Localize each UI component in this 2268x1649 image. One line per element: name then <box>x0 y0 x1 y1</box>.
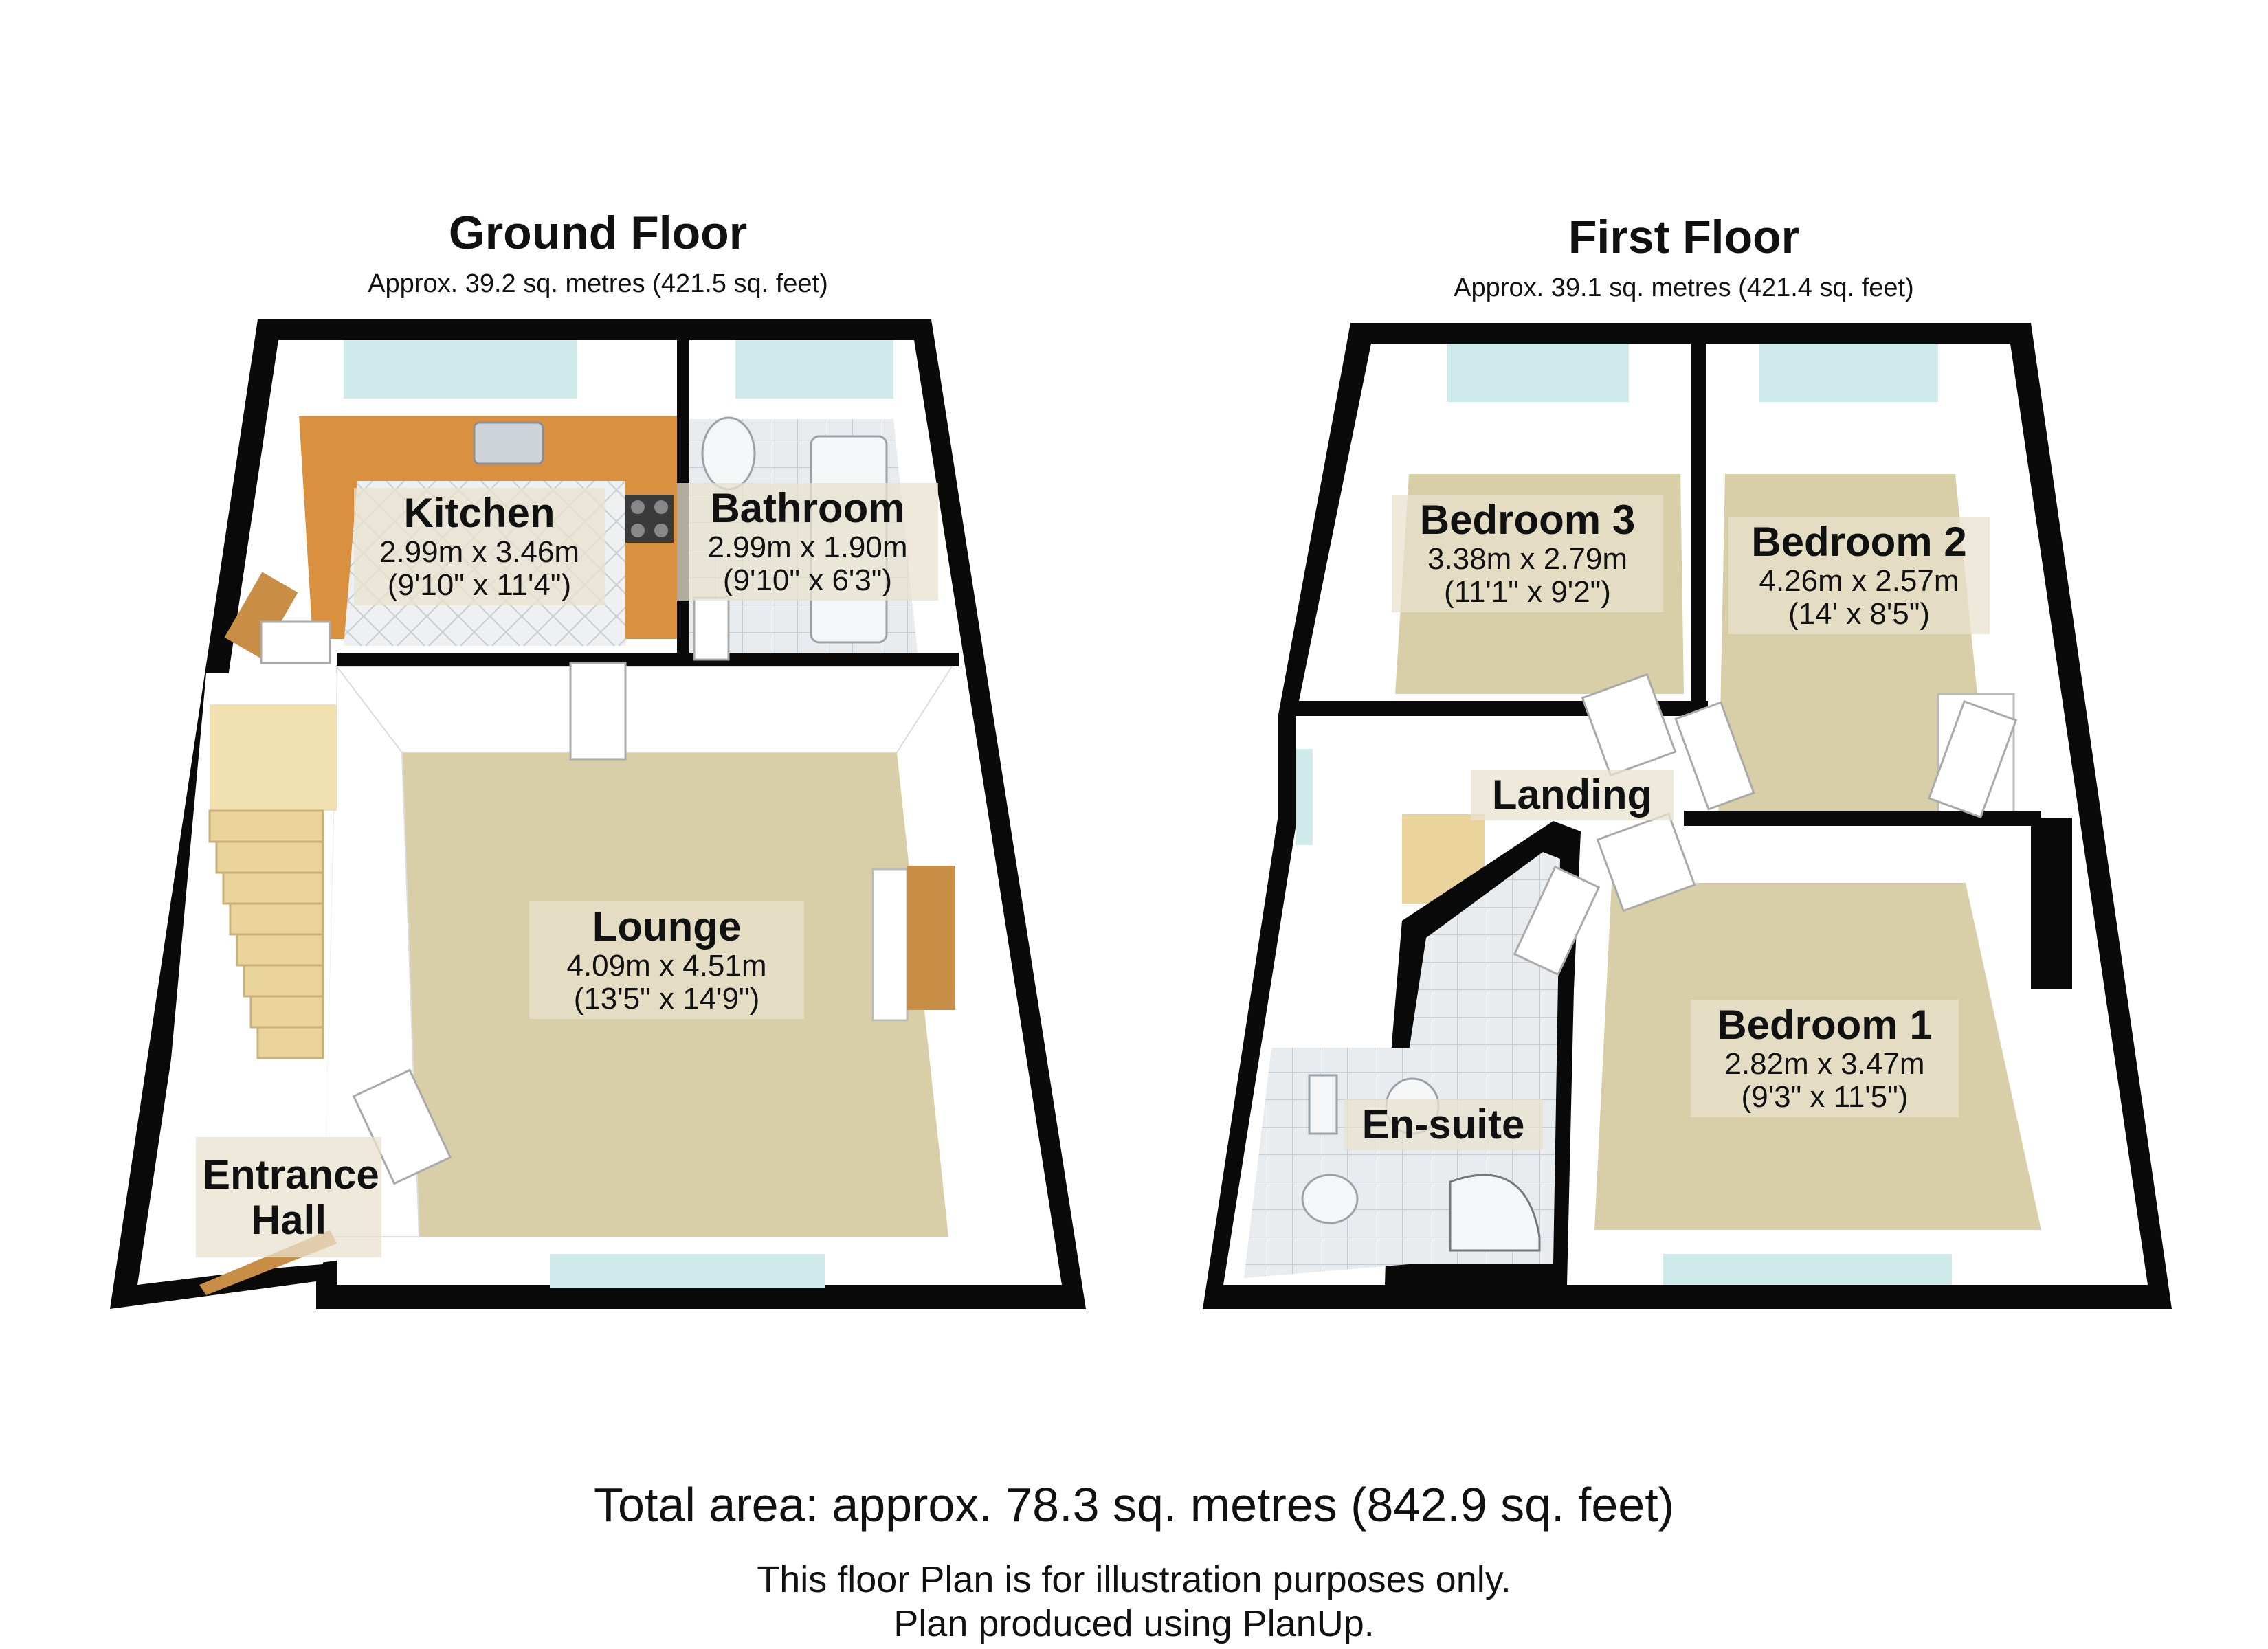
kitchen-back-door <box>224 572 298 658</box>
stairs-landing <box>210 704 337 811</box>
room-label-bedroom-3: Bedroom 3 3.38m x 2.79m (11'1" x 9'2") <box>1392 495 1663 612</box>
room-label-landing: Landing <box>1471 770 1674 820</box>
bedroom-1-door <box>1596 812 1696 912</box>
room-metric: 2.99m x 1.90m <box>707 530 908 564</box>
bedroom-3-2-partition <box>1691 330 1706 715</box>
room-name: Kitchen <box>403 490 555 536</box>
room-name: Bathroom <box>710 485 905 531</box>
bedroom-2-door <box>1674 701 1755 811</box>
kitchen-window <box>344 340 577 399</box>
plan-credit: Plan produced using PlanUp. <box>893 1603 1375 1644</box>
en-suite-cistern <box>1308 1074 1338 1135</box>
bedroom-3-door <box>1581 673 1677 777</box>
room-metric: 3.38m x 2.79m <box>1427 542 1628 576</box>
bedroom-2-1-wall <box>1684 811 2041 826</box>
room-imperial: (13'5" x 14'9") <box>573 982 760 1016</box>
room-name: Bedroom 3 <box>1419 497 1636 543</box>
room-name: Bedroom 1 <box>1717 1002 1933 1048</box>
kitchen-sink <box>473 421 544 465</box>
room-imperial: (14' x 8'5") <box>1788 597 1931 631</box>
room-imperial: (9'10" x 6'3") <box>722 563 893 598</box>
en-suite-door <box>1513 865 1601 976</box>
en-suite-shower <box>1449 1174 1541 1252</box>
room-imperial: (9'10" x 11'4") <box>387 568 572 603</box>
bedroom-2-cupboard-door <box>1927 699 2018 819</box>
bathroom-door <box>693 596 730 661</box>
kitchen-lounge-wall <box>337 653 959 666</box>
first-floor-area: Approx. 39.1 sq. metres (421.4 sq. feet) <box>1454 273 1914 302</box>
kitchen-hob <box>625 495 674 543</box>
lounge-top-wall <box>335 666 953 753</box>
bathroom-window <box>735 340 893 399</box>
room-name: Bedroom 2 <box>1751 519 1967 565</box>
room-label-lounge: Lounge 4.09m x 4.51m (13'5" x 14'9") <box>529 901 804 1019</box>
room-imperial: (9'3" x 11'5") <box>1741 1080 1909 1114</box>
lounge-door <box>569 662 627 761</box>
room-name: En-suite <box>1361 1101 1525 1147</box>
room-name: Lounge <box>592 904 742 950</box>
room-metric: 2.82m x 3.47m <box>1724 1047 1925 1081</box>
room-label-bedroom-1: Bedroom 1 2.82m x 3.47m (9'3" x 11'5") <box>1691 1000 1959 1117</box>
room-name: Entrance Hall <box>203 1151 379 1243</box>
bedroom-1-side-block <box>2031 818 2072 989</box>
stairs <box>208 809 324 1059</box>
lounge-hearth <box>907 866 955 1010</box>
bedroom-2-window <box>1759 344 1938 402</box>
total-area: Total area: approx. 78.3 sq. metres (842… <box>594 1478 1674 1532</box>
first-floor-title: First Floor <box>1568 211 1800 263</box>
room-metric: 4.09m x 4.51m <box>566 949 767 983</box>
bathroom-toilet <box>701 416 756 491</box>
lounge-window <box>550 1254 825 1288</box>
room-metric: 4.26m x 2.57m <box>1759 564 1959 598</box>
lounge-fireplace <box>871 868 909 1022</box>
kitchen-hall-door <box>260 620 331 664</box>
landing-window <box>1296 749 1313 845</box>
bedroom-3-window <box>1447 344 1629 402</box>
ground-floor-title: Ground Floor <box>448 207 748 259</box>
first-floor-plan <box>1203 323 2172 1309</box>
room-label-bedroom-2: Bedroom 2 4.26m x 2.57m (14' x 8'5") <box>1728 517 1990 634</box>
room-label-en-suite: En-suite <box>1344 1099 1543 1150</box>
bedroom-1-window <box>1663 1254 1952 1285</box>
room-name: Landing <box>1491 772 1653 818</box>
ground-floor-area: Approx. 39.2 sq. metres (421.5 sq. feet) <box>368 269 828 298</box>
room-metric: 2.99m x 3.46m <box>379 535 580 569</box>
room-imperial: (11'1" x 9'2") <box>1444 575 1611 609</box>
en-suite-basin <box>1301 1174 1359 1224</box>
room-label-entrance-hall: Entrance Hall <box>196 1137 381 1258</box>
room-label-kitchen: Kitchen 2.99m x 3.46m (9'10" x 11'4") <box>354 488 605 605</box>
disclaimer: This floor Plan is for illustration purp… <box>757 1559 1511 1600</box>
room-label-bathroom: Bathroom 2.99m x 1.90m (9'10" x 6'3") <box>677 483 938 601</box>
